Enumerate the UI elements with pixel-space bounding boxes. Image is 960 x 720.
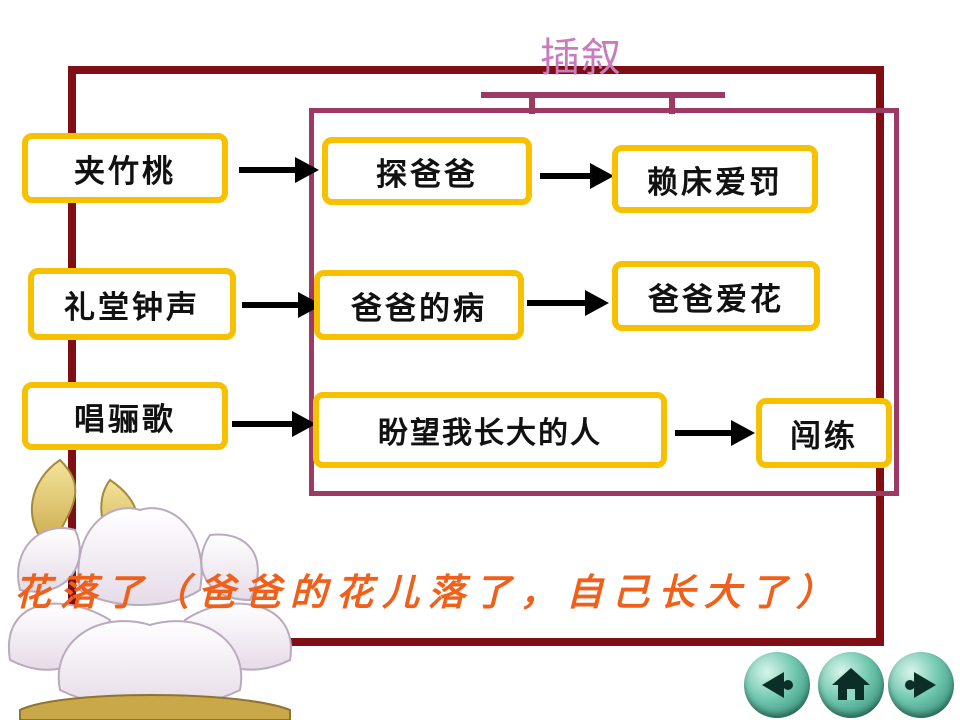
node-jiazhutao: 夹竹桃: [22, 133, 228, 203]
node-panwang: 盼望我长大的人: [313, 392, 667, 468]
flashback-bracket: [481, 92, 725, 98]
flashback-label: 插叙: [540, 35, 622, 81]
node-litang-zhongsheng: 礼堂钟声: [28, 268, 236, 340]
arrow-row2-b: [527, 290, 609, 316]
arrow-row2-a: [242, 292, 322, 318]
flashback-bracket-left: [529, 92, 535, 114]
node-baba-aihua: 爸爸爱花: [612, 261, 820, 331]
flashback-bracket-right: [669, 92, 675, 114]
arrow-row3-a: [232, 411, 316, 437]
outer-frame: [68, 66, 884, 646]
lotus-flower-image: [7, 458, 292, 720]
node-baba-debing: 爸爸的病: [314, 270, 524, 340]
summary-text: 花落了（爸爸的花儿落了，自己长大了）: [14, 570, 842, 614]
home-button[interactable]: [818, 652, 884, 718]
arrow-row1-a: [239, 157, 319, 183]
arrow-row3-b: [675, 420, 755, 446]
next-button[interactable]: [888, 652, 954, 718]
node-chang-lige: 唱骊歌: [22, 382, 228, 450]
node-chuanglian: 闯练: [756, 398, 892, 468]
next-icon: [905, 672, 936, 698]
home-icon: [832, 668, 870, 700]
previous-button[interactable]: [744, 652, 810, 718]
previous-icon: [762, 672, 793, 698]
node-tan-baba: 探爸爸: [322, 137, 532, 205]
node-laichuang-aifa: 赖床爱罚: [612, 145, 818, 213]
arrow-row1-b: [540, 163, 614, 189]
